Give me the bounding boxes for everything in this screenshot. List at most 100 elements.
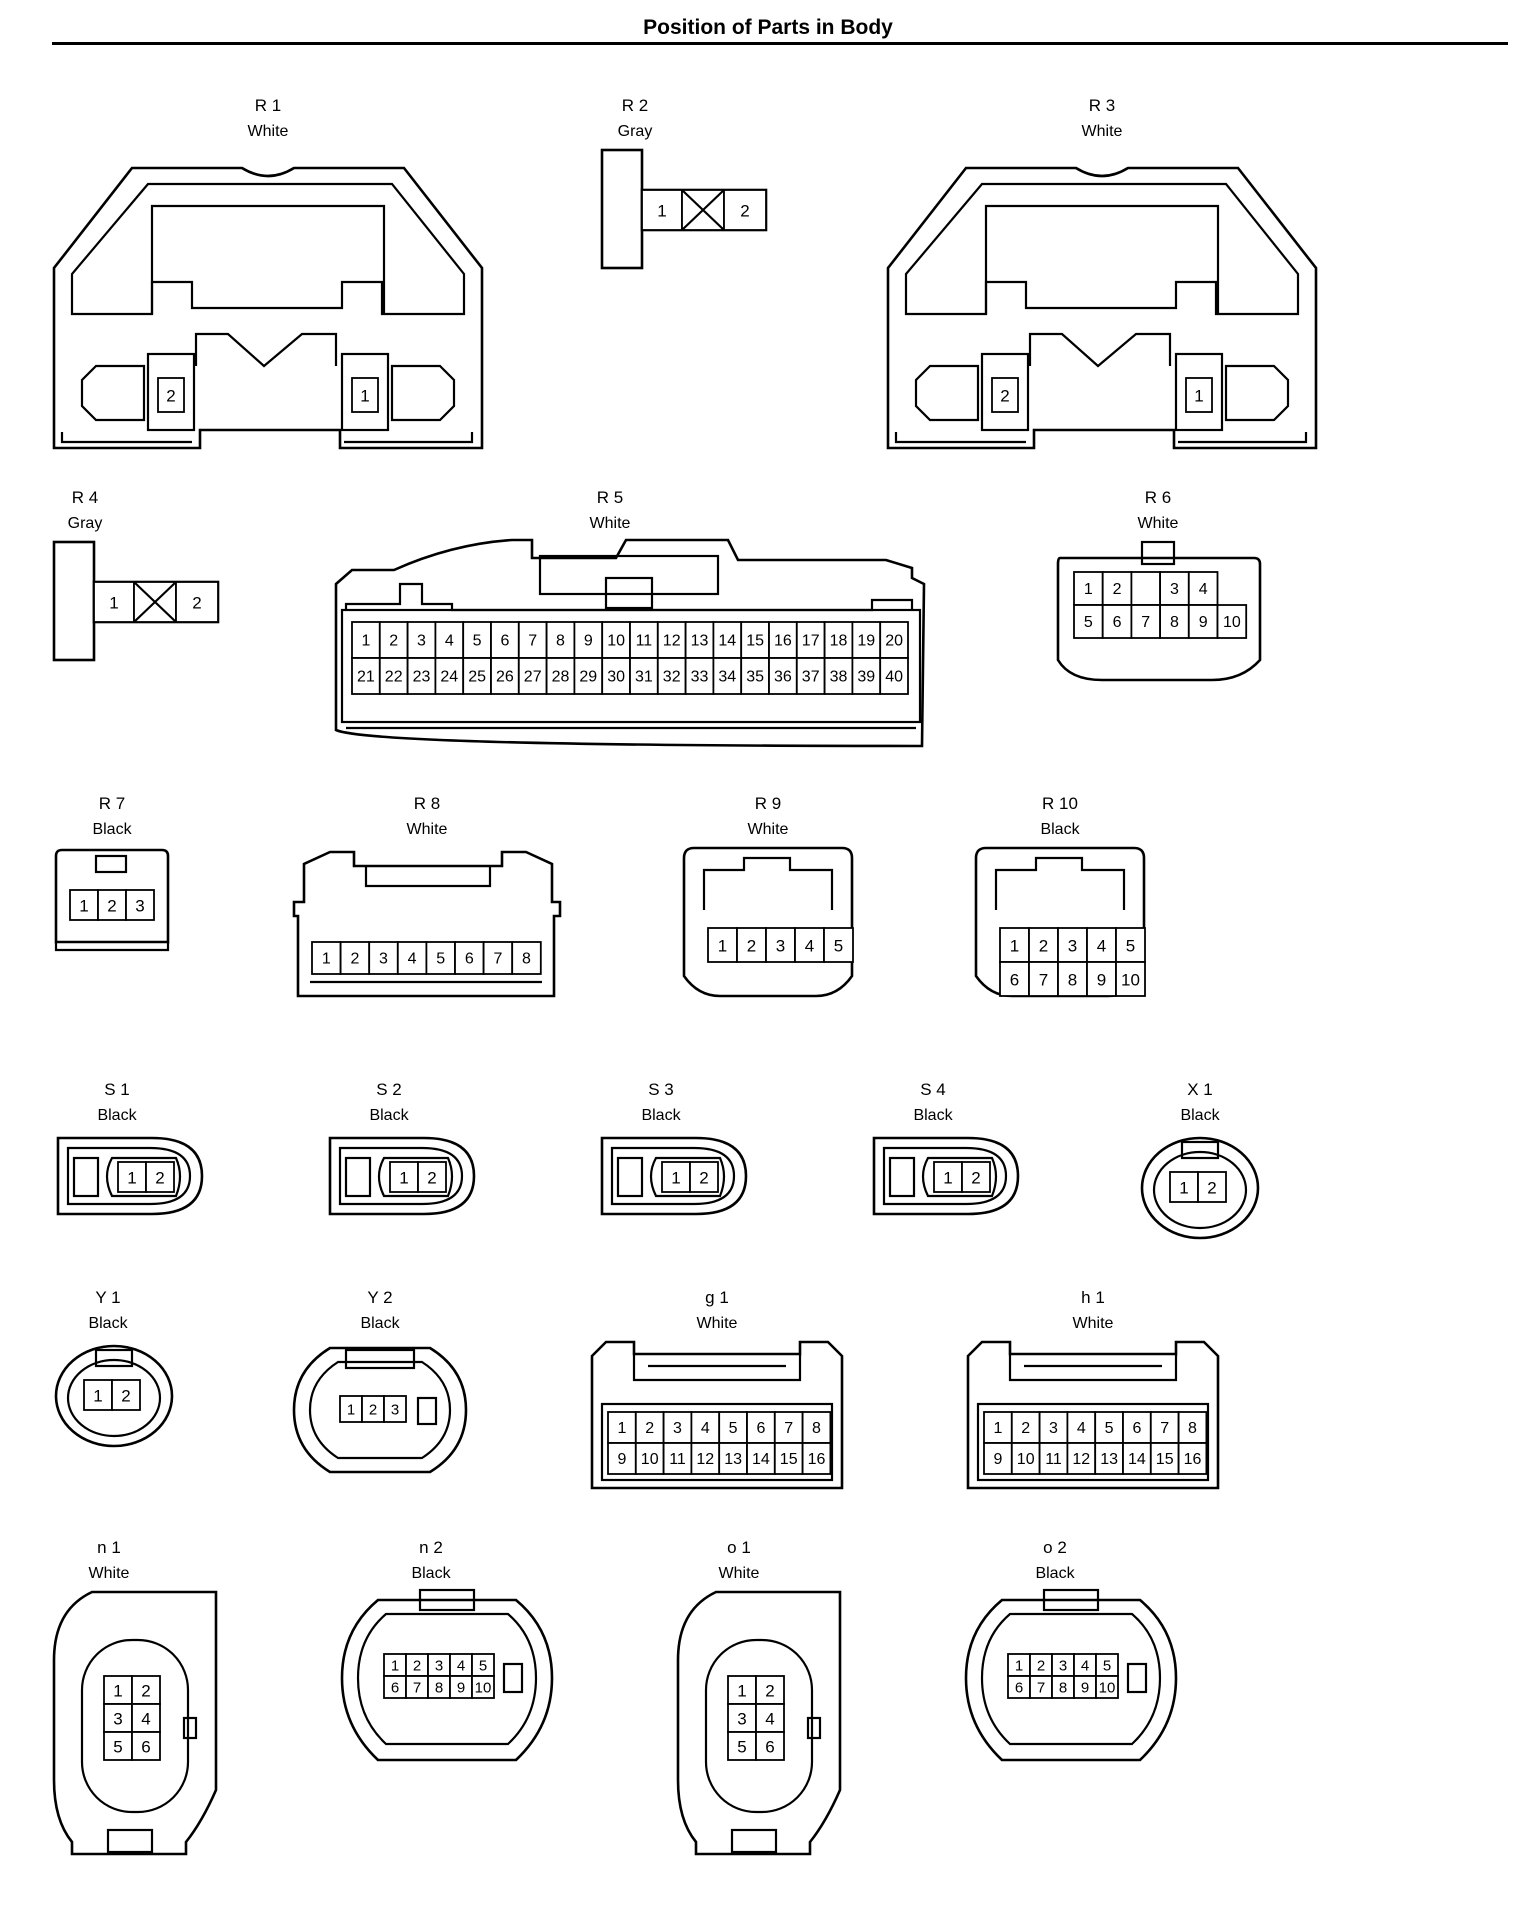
connector-label: Y 1 xyxy=(95,1288,121,1307)
pin-cell xyxy=(634,1442,665,1475)
pin-number: 7 xyxy=(1039,971,1048,990)
pin-cell xyxy=(383,1395,407,1423)
connector-color: Black xyxy=(641,1107,681,1124)
pin-number: 13 xyxy=(724,1451,742,1468)
pin-number: 5 xyxy=(834,937,843,956)
pin-number: 5 xyxy=(436,951,445,968)
pin-number: 12 xyxy=(696,1451,714,1468)
pin-cell xyxy=(794,927,825,963)
pin-number: 2 xyxy=(1113,581,1122,598)
pin-cell xyxy=(727,1675,757,1705)
housing-right-lug xyxy=(390,364,456,422)
pin-number: 9 xyxy=(993,1451,1002,1468)
pin-number: 15 xyxy=(746,633,764,650)
pin-number: 2 xyxy=(369,1402,377,1419)
pin-number: 15 xyxy=(780,1451,798,1468)
pin-number: 12 xyxy=(663,633,681,650)
pin-field xyxy=(600,1402,834,1482)
pin-number: 1 xyxy=(391,1658,399,1675)
housing-latch xyxy=(538,554,720,596)
housing-latch xyxy=(730,1828,778,1854)
pin-number: 3 xyxy=(135,897,144,916)
pin-number: 9 xyxy=(617,1451,626,1468)
connector-label: R 4 xyxy=(71,488,99,507)
pin-number: 8 xyxy=(435,1680,443,1697)
pin-field xyxy=(976,1402,1210,1482)
housing-window xyxy=(984,204,1220,314)
pin-cell xyxy=(103,1703,133,1733)
housing-detail xyxy=(310,866,542,984)
pin-number: 36 xyxy=(774,669,792,686)
pin-number: 2 xyxy=(141,1682,150,1701)
pin-cell xyxy=(111,1379,141,1411)
pin-number: 4 xyxy=(457,1658,465,1675)
pin-number: 14 xyxy=(752,1451,770,1468)
pin-number: 1 xyxy=(737,1682,746,1701)
pin-cell xyxy=(1159,571,1190,606)
pin-number: 10 xyxy=(1017,1451,1035,1468)
housing-inner-outline xyxy=(356,1612,538,1746)
pin-number: 1 xyxy=(79,897,88,916)
housing-latch xyxy=(94,1348,134,1368)
page-title: Position of Parts in Body xyxy=(643,16,893,39)
pin-number: 2 xyxy=(155,1169,164,1188)
pin-number: 6 xyxy=(500,633,509,650)
pin-cell xyxy=(634,1411,665,1444)
connector-color: Black xyxy=(88,1315,128,1332)
pin-number: 1 xyxy=(399,1169,408,1188)
housing-latch xyxy=(344,1156,372,1198)
pin-cell xyxy=(1115,961,1146,997)
pin-cell xyxy=(471,1675,495,1699)
pin-number: 3 xyxy=(1049,1420,1058,1437)
connector-label: X 1 xyxy=(1187,1080,1213,1099)
pin-number: 6 xyxy=(1113,614,1122,631)
connector-label: R 10 xyxy=(1042,794,1078,813)
housing-key xyxy=(182,1716,198,1740)
pin-cell xyxy=(689,1161,719,1193)
pin-cell xyxy=(879,621,909,659)
pin-number: 3 xyxy=(435,1658,443,1675)
pin-cell xyxy=(1185,377,1213,413)
pin-cell xyxy=(1101,571,1133,606)
pin-cavity xyxy=(980,352,1030,432)
housing-latch xyxy=(616,1156,644,1198)
pin-number: 33 xyxy=(691,669,709,686)
pin-cell xyxy=(417,1161,447,1193)
pin-number: 28 xyxy=(552,669,570,686)
connector-color: Black xyxy=(411,1565,451,1582)
pin-field xyxy=(105,1156,182,1198)
pin-number: 10 xyxy=(641,1451,659,1468)
pin-cell xyxy=(736,927,767,963)
pin-number: 7 xyxy=(413,1680,421,1697)
pin-cell xyxy=(991,377,1019,413)
pin-number: 15 xyxy=(1156,1451,1174,1468)
pin-number: 1 xyxy=(109,594,118,613)
pin-cell xyxy=(1177,1442,1208,1475)
pin-number: 1 xyxy=(718,937,727,956)
pin-cell xyxy=(801,1442,832,1475)
connector-label: S 2 xyxy=(376,1080,402,1099)
pin-number: 4 xyxy=(701,1420,710,1437)
housing-inner-outline xyxy=(308,1360,452,1460)
pin-cell xyxy=(1073,571,1104,606)
housing-latch xyxy=(418,1588,476,1612)
housing-inner-outline xyxy=(1152,1150,1248,1230)
pin-number: 1 xyxy=(1194,387,1203,406)
connector-color: Black xyxy=(97,1107,137,1124)
pin-number: 1 xyxy=(113,1682,122,1701)
pin-number: 5 xyxy=(1103,1658,1111,1675)
